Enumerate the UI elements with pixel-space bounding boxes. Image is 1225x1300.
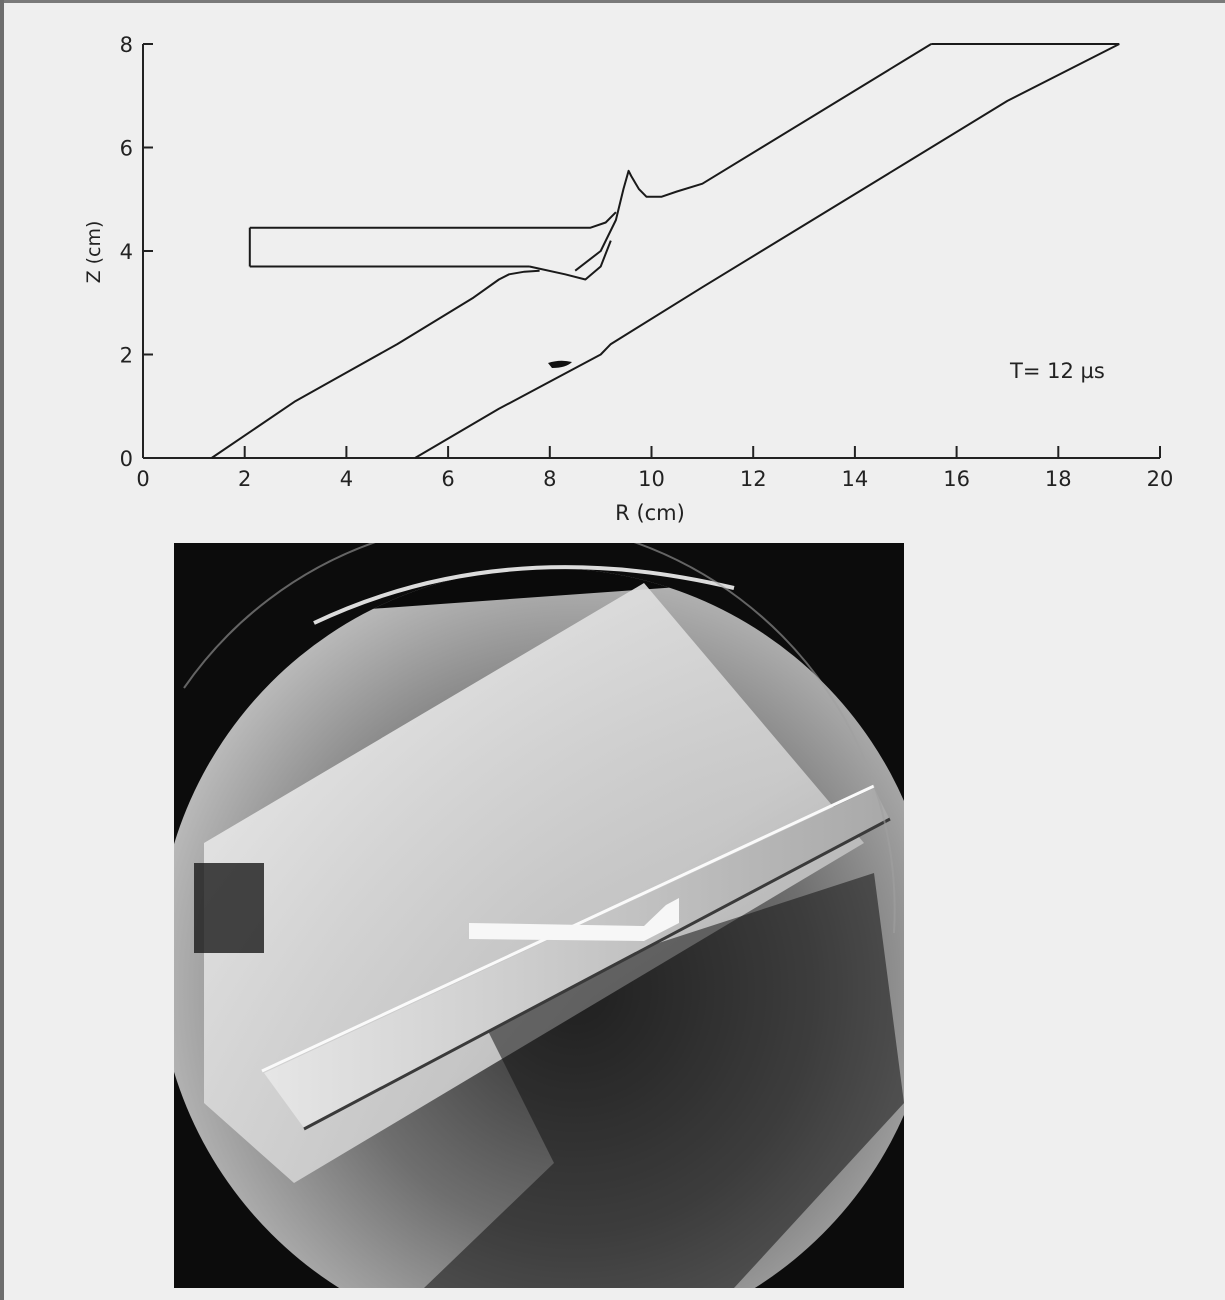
- x-tick-label: 12: [740, 467, 767, 491]
- plate-upper-surface-curve: [574, 43, 932, 272]
- rod-jet-bright: [469, 898, 679, 941]
- lens-border: [183, 543, 896, 934]
- plot-axes: 0 2 4 6 8 10 12 14 16 18 20 0 2 4 6 8: [120, 33, 1174, 491]
- x-tick-label: 8: [543, 467, 556, 491]
- scan-edge-top: [0, 0, 1225, 3]
- x-tick-label: 0: [136, 467, 149, 491]
- plate-upper-surface-curve: [211, 269, 540, 459]
- x-axis-label: R (cm): [615, 501, 685, 525]
- rod-top-curve: [249, 211, 617, 229]
- y-tick-label: 0: [120, 447, 133, 471]
- scan-edge-left: [0, 0, 4, 1300]
- upper-left-notch: [194, 863, 264, 953]
- jet-lower-curve: [529, 240, 612, 281]
- x-tick-label: 14: [842, 467, 869, 491]
- jet-dark-tip: [548, 360, 572, 368]
- x-tick-label: 20: [1147, 467, 1174, 491]
- plot-curves: [211, 43, 1120, 459]
- x-tick-label: 6: [441, 467, 454, 491]
- y-axis-label: Z (cm): [83, 221, 105, 284]
- x-tick-label: 16: [943, 467, 970, 491]
- plate-edge-line-lower: [303, 817, 891, 1131]
- x-tick-label: 18: [1045, 467, 1072, 491]
- upper-arc-highlight: [313, 565, 735, 625]
- x-tick-label: 2: [238, 467, 251, 491]
- left-notch: [179, 1233, 269, 1288]
- y-tick-label: 6: [120, 137, 133, 161]
- x-tick-label: 10: [638, 467, 665, 491]
- time-annotation: T= 12 µs: [1009, 359, 1105, 383]
- simulation-plot: 0 2 4 6 8 10 12 14 16 18 20 0 2 4 6 8 T= 12 µs R (cm) Z…: [83, 33, 1174, 525]
- flyer-plate-band: [264, 788, 889, 1128]
- x-tick-label: 4: [340, 467, 353, 491]
- y-tick-label: 2: [120, 344, 133, 368]
- y-tick-label: 4: [120, 240, 133, 264]
- photo-field: [174, 568, 904, 1288]
- y-tick-label: 8: [120, 33, 133, 57]
- dark-shadow-region: [424, 873, 904, 1288]
- plate-lower-surface-curve: [414, 43, 1120, 459]
- flash-radiograph-photo: [174, 543, 904, 1288]
